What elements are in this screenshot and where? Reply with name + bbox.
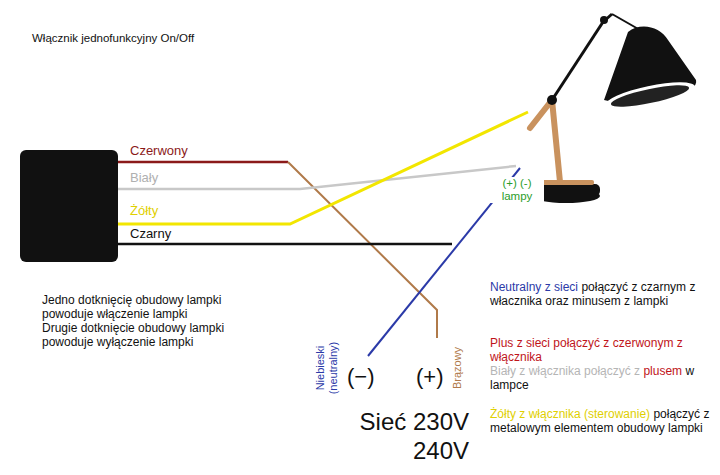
desk-lamp (530, 14, 697, 203)
wire-label: Żółty (130, 204, 158, 219)
wire-label: Czarny (130, 227, 171, 242)
diagram-title: Włącznik jednofunkcyjny On/Off (32, 32, 194, 45)
wire-name: Brązowy (451, 347, 464, 389)
red-wire (118, 161, 288, 164)
instruction-text: Żółty z włącznika (sterowanie) (490, 407, 650, 421)
terminal-sign: (−) (347, 364, 375, 389)
white-wire (118, 166, 516, 189)
instruction-text: Neutralny z sieci (490, 280, 578, 294)
yellow-wire (118, 112, 528, 224)
switch-housing (20, 150, 118, 262)
wiring-instruction: Plus z sieci połączyć z czerwonym z włąc… (490, 336, 714, 365)
black-wire (118, 243, 452, 246)
wiring-instruction: Neutralny z siecipołączyć z czarnym z wł… (490, 280, 714, 309)
wire-label: Biały (130, 171, 158, 186)
wiring-instruction: Biały z włącznika połączyć zplusemw lamp… (490, 364, 714, 393)
wire-name: Niebieski (neutralny) (314, 328, 339, 408)
usage-note: Drugie dotknięcie obudowy lampki powoduj… (42, 322, 270, 350)
mains-voltage: Sieć 230V 240V (345, 408, 469, 466)
wire-label: Czerwony (130, 144, 188, 159)
instruction-text: Plus z sieci połączyć z czerwonym z włąc… (490, 336, 683, 364)
terminal-sign: (+) (416, 364, 444, 389)
usage-note: Jedno dotknięcię obudowy lampki powoduje… (42, 294, 270, 322)
terminal-label: (+) (-) lampy (490, 177, 544, 203)
instruction-text: plusem (643, 364, 682, 378)
wiring-instruction: Żółty z włącznika (sterowanie)połączyć z… (490, 407, 714, 436)
instruction-text: Biały z włącznika połączyć z (490, 364, 640, 378)
